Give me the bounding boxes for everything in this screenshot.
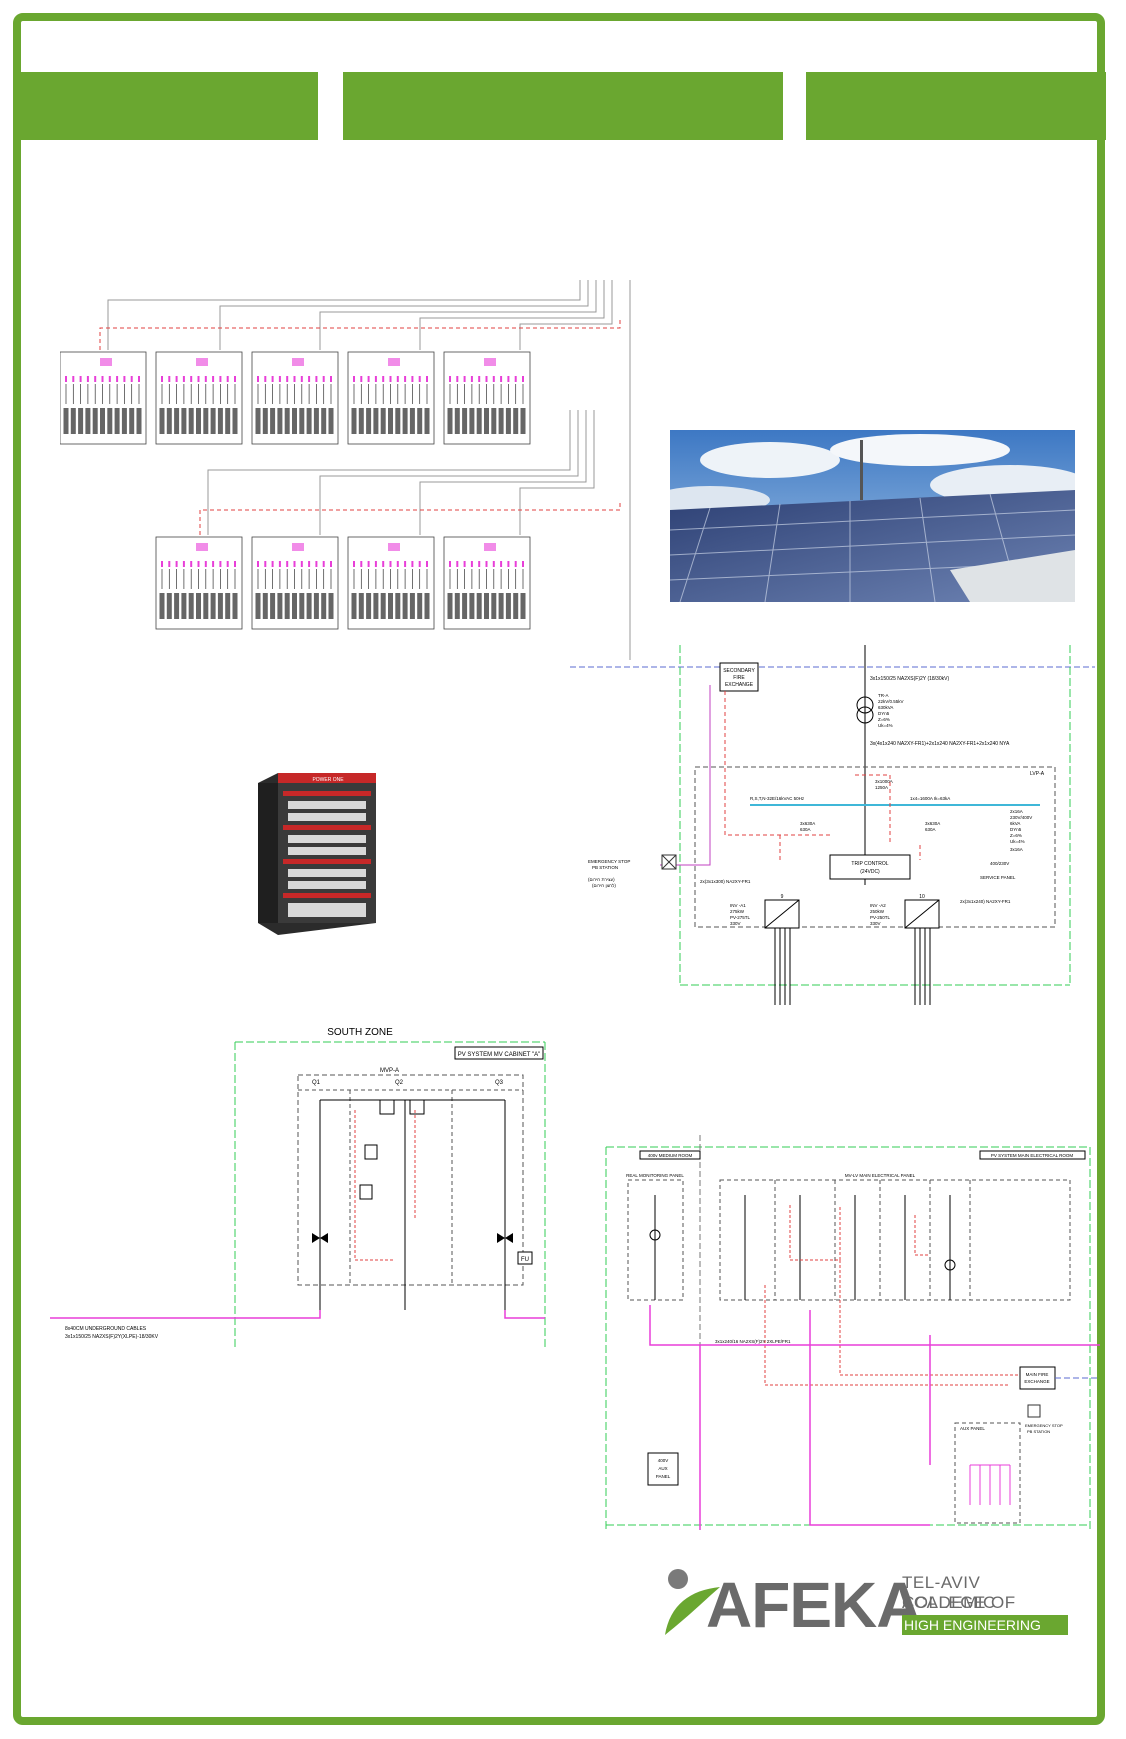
cable-mid-label: 3x1x240/16 NA2XS(F)2Y 2XLPE/FR1	[715, 1339, 791, 1344]
solar-panels-photo	[670, 430, 1075, 602]
tr-line1: TR-A	[878, 693, 889, 698]
aux-l2: AUX	[658, 1466, 667, 1471]
aux-panel-label: AUX PANEL	[960, 1426, 985, 1431]
main-fire-l2: EXCHANGE	[1024, 1379, 1049, 1384]
panel-mid-label: MV-LV MAIN ELECTRICAL PANEL	[845, 1173, 916, 1178]
inv2-l2: 250kW	[870, 909, 885, 914]
aux-l1: 2x16A	[1010, 809, 1023, 814]
breaker-main-1: 3x1000A	[875, 779, 893, 784]
afeka-line3: HIGH ENGINEERING	[902, 1615, 1068, 1635]
room-left-label: 400v MEDIUM ROOM	[648, 1153, 693, 1158]
afeka-name: AFEKA	[706, 1569, 922, 1641]
br-emergency-2: PB STATION	[1027, 1429, 1050, 1434]
inv1-l4: 330V	[730, 921, 741, 926]
emergency-line2: PB STATION	[592, 865, 618, 870]
cable-inv-2: 2x(3x1x240) NA2XY-FR1	[960, 899, 1011, 904]
main-fire-l1: MAIN FIRE	[1026, 1372, 1049, 1377]
header-bar-center	[343, 72, 783, 140]
breaker-2-a: 3x630A	[925, 821, 940, 826]
fu-label: FU	[521, 1257, 529, 1263]
cable-inv-1: 2x(3x1x300) NA2XY-FR1	[700, 879, 751, 884]
emergency-hebrew-1: (עצירת חירום)	[588, 877, 615, 882]
afeka-logo: AFEKA TEL-AVIV ACADEMIC COLLEGE OF ENGIN…	[660, 1565, 1070, 1640]
afeka-line1: TEL-AVIV ACADEMIC	[902, 1573, 996, 1612]
br-emergency-1: EMERGENCY STOP	[1025, 1423, 1063, 1428]
inv2-l3: PV-250TL	[870, 915, 891, 920]
aux-l1: 400V	[658, 1458, 669, 1463]
fire-exchange-line2: FIRE	[733, 675, 745, 681]
page-frame	[13, 13, 1105, 1725]
inv2-l4: 330V	[870, 921, 881, 926]
col-q1: Q1	[312, 1080, 321, 1086]
panel-wiring-svg	[60, 280, 631, 660]
tr-line5: Z=6%	[878, 717, 890, 722]
inv-1-number: 9	[781, 894, 784, 900]
south-zone-title: SOUTH ZONE	[327, 1027, 393, 1038]
breaker-2-b: 630A	[925, 827, 936, 832]
inv1-l1: INV -A1	[730, 903, 746, 908]
tr-line3: 630kVA	[878, 705, 893, 710]
col-q2: Q2	[395, 1080, 404, 1086]
inv-2-number: 10	[919, 894, 925, 900]
tr-line4: DYn5	[878, 711, 890, 716]
inverter-cabinet-photo: POWER ONE	[258, 773, 376, 935]
south-zone-diagram: SOUTH ZONE PV SYSTEM MV CABINET "A" MVP-…	[50, 1020, 560, 1350]
inv1-l3: PV-275TL	[730, 915, 751, 920]
header-bar-left	[21, 72, 318, 140]
emergency-hebrew-2: (לחצן חירום)	[592, 883, 616, 888]
aux-l3: PANEL	[656, 1474, 671, 1479]
trip-control-line2: (24VDC)	[860, 869, 880, 875]
fire-exchange-line3: EXCHANGE	[725, 682, 754, 688]
single-line-diagram: SECONDARY FIRE EXCHANGE 3x1x150/25 NA2XS…	[570, 645, 1095, 1005]
aux-l5: Z=6%	[1010, 833, 1022, 838]
busbar-label: R,S,T,N-32E/16kVAC 50Hz	[750, 796, 805, 801]
main-electrical-room-diagram: 400v MEDIUM ROOM PV SYSTEM MAIN ELECTRIC…	[600, 1135, 1100, 1530]
mvp-label: MVP-A	[380, 1068, 399, 1074]
breaker-main-2: 1250A	[875, 785, 888, 790]
aux-l4: DYn5	[1010, 827, 1022, 832]
aux-l7: 3x16A	[1010, 847, 1023, 852]
breaker-1-a: 3x630A	[800, 821, 815, 826]
lvp-label: LVP-A	[1030, 771, 1045, 777]
tr-line6: Uk=4%	[878, 723, 893, 728]
panel-left-label: REAL MONITORING PANEL	[626, 1173, 684, 1178]
panel-wiring-diagram	[60, 280, 640, 660]
cabinet-brand: POWER ONE	[312, 777, 344, 783]
cabinet-label: PV SYSTEM MV CABINET "A"	[458, 1052, 541, 1058]
emergency-line1: EMERGENCY STOP	[588, 859, 630, 864]
aux-l3: 6kVA	[1010, 821, 1020, 826]
inv2-l1: INV -A2	[870, 903, 886, 908]
fire-exchange-line1: SECONDARY	[723, 668, 755, 674]
service-panel: SERVICE PANEL	[980, 875, 1016, 880]
cable-note-2: 3x1x150/25 NA2XS(F)2Y(XLPE)-18/30KV	[65, 1334, 159, 1340]
cable-note-1: 8x40CM UNDERGROUND CABLES	[65, 1326, 147, 1332]
cable-top-label: 3x1x150/25 NA2XS(F)2Y (18/30kV)	[870, 676, 949, 682]
aux-l6: Uk=4%	[1010, 839, 1025, 844]
header-bar-right	[806, 72, 1106, 140]
tr-line2: 22kV/0.55kV	[878, 699, 904, 704]
col-q3: Q3	[495, 1080, 504, 1086]
busbar-right-label: 1x4=1600A Ik=63kA	[910, 796, 950, 801]
room-right-label: PV SYSTEM MAIN ELECTRICAL ROOM	[991, 1153, 1074, 1158]
breaker-1-b: 630A	[800, 827, 811, 832]
trip-control-line1: TRIP CONTROL	[851, 861, 888, 867]
voltage-aux: 400/230V	[990, 861, 1009, 866]
aux-l2: 230V/400V	[1010, 815, 1032, 820]
cable-lv-label: 3x(4x1x240 NA2XY-FR1)+2x1x240 NA2XY-FR1+…	[870, 741, 1010, 747]
afeka-leaf-icon	[665, 1569, 720, 1635]
inv1-l2: 275kW	[730, 909, 745, 914]
